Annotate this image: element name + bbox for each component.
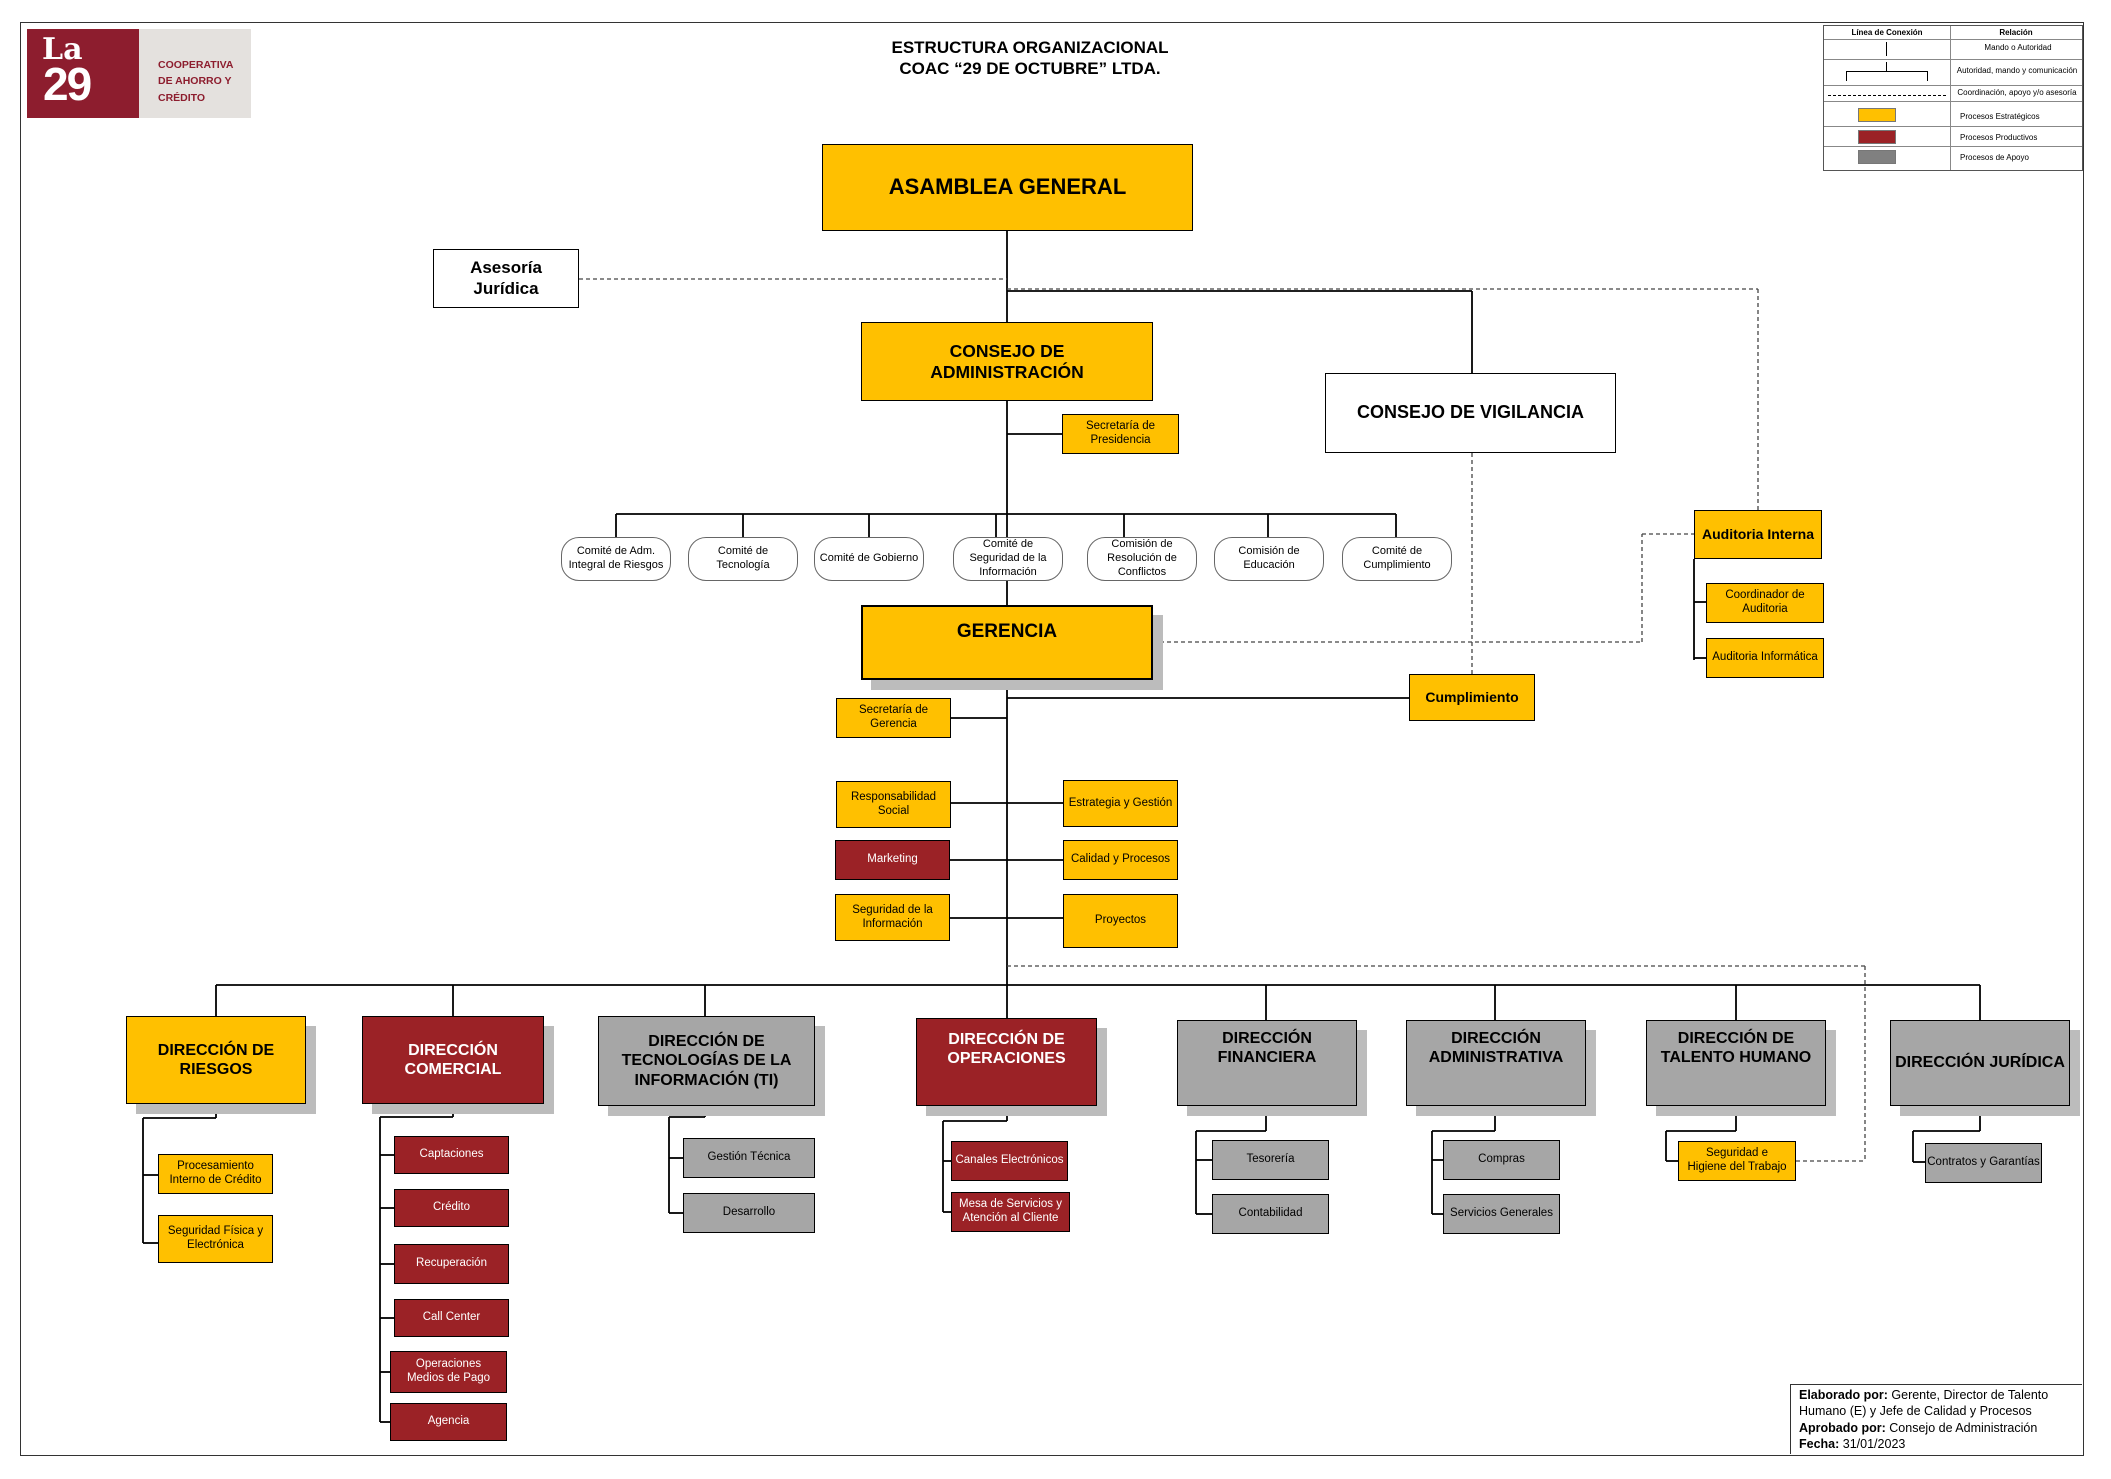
sub-seguridad-higiene-trabajo: Seguridad e Higiene del Trabajo — [1678, 1141, 1796, 1181]
node-proyectos: Proyectos — [1063, 894, 1178, 948]
sub-procesamiento-interno-credito: Procesamiento Interno de Crédito — [158, 1154, 273, 1194]
legend-swatch-apoyo — [1858, 150, 1896, 164]
node-calidad-procesos: Calidad y Procesos — [1063, 840, 1178, 880]
node-cumplimiento: Cumplimiento — [1409, 674, 1535, 721]
node-auditoria-interna: Auditoria Interna — [1694, 510, 1822, 559]
direction-juridica: DIRECCIÓN JURÍDICA — [1890, 1020, 2070, 1106]
footer-elaborado-label: Elaborado por: — [1799, 1388, 1888, 1402]
committee-resolucion-conflictos: Comisión de Resolución de Conflictos — [1087, 537, 1197, 581]
direction-talento-humano: DIRECCIÓN DE TALENTO HUMANO — [1646, 1020, 1826, 1106]
title-line2: COAC “29 DE OCTUBRE” LTDA. — [899, 59, 1161, 79]
committee-adm-integral-riesgos: Comité de Adm. Integral de Riesgos — [561, 537, 671, 581]
legend-row1: Mando o Autoridad — [1984, 43, 2052, 52]
sub-canales-electronicos: Canales Electrónicos — [951, 1141, 1068, 1181]
logo-text-line2: DE AHORRO Y — [158, 75, 232, 88]
legend: Línea de Conexión Relación Mando o Autor… — [1823, 25, 2083, 171]
footer-elaborado-value: Gerente, Director de Talento Humano (E) … — [1799, 1388, 2049, 1419]
direction-financiera: DIRECCIÓN FINANCIERA — [1177, 1020, 1357, 1106]
footer-aprobado-label: Aprobado por: — [1799, 1420, 1886, 1435]
legend-row4: Procesos Estratégicos — [1960, 112, 2040, 121]
node-consejo-administracion: CONSEJO DE ADMINISTRACIÓN — [861, 322, 1153, 401]
footer-fecha-value: 31/01/2023 — [1842, 1436, 1906, 1451]
sub-contratos-garantias: Contratos y Garantías — [1925, 1143, 2042, 1183]
legend-row2: Autoridad, mando y comunicación — [1956, 66, 2078, 75]
node-coordinador-auditoria: Coordinador de Auditoria — [1706, 583, 1824, 623]
node-estrategia-gestion: Estrategia y Gestión — [1063, 780, 1178, 827]
sub-call-center: Call Center — [394, 1299, 509, 1337]
node-seguridad-informacion: Seguridad de la Información — [835, 894, 950, 941]
sub-recuperacion: Recuperación — [394, 1244, 509, 1284]
sub-captaciones: Captaciones — [394, 1136, 509, 1174]
legend-swatch-productivos — [1858, 130, 1896, 144]
title-line1: ESTRUCTURA ORGANIZACIONAL — [891, 38, 1169, 57]
committee-gobierno: Comité de Gobierno — [814, 537, 924, 581]
legend-col1-header: Línea de Conexión — [1851, 28, 1923, 37]
legend-col2-header: Relación — [1999, 28, 2033, 37]
sub-operaciones-medios-pago: Operaciones Medios de Pago — [390, 1351, 507, 1393]
node-consejo-vigilancia: CONSEJO DE VIGILANCIA — [1325, 373, 1616, 453]
node-marketing: Marketing — [835, 840, 950, 880]
sub-credito: Crédito — [394, 1189, 509, 1227]
direction-riesgos: DIRECCIÓN DE RIESGOS — [126, 1016, 306, 1104]
sub-gestion-tecnica: Gestión Técnica — [683, 1138, 815, 1178]
direction-operaciones: DIRECCIÓN DE OPERACIONES — [916, 1018, 1097, 1106]
sub-contabilidad: Contabilidad — [1212, 1194, 1329, 1234]
footer-approval-block: Elaborado por: Gerente, Director de Tale… — [1790, 1384, 2082, 1454]
committee-seguridad-informacion: Comité de Seguridad de la Información — [953, 537, 1063, 581]
legend-row6: Procesos de Apoyo — [1960, 153, 2029, 162]
diagram-frame — [20, 22, 2084, 1456]
node-asesoria-juridica: Asesoría Jurídica — [433, 249, 579, 308]
legend-row3: Coordinación, apoyo y/o asesoría — [1957, 88, 2077, 97]
sub-agencia: Agencia — [390, 1403, 507, 1441]
direction-administrativa: DIRECCIÓN ADMINISTRATIVA — [1406, 1020, 1586, 1106]
sub-servicios-generales: Servicios Generales — [1443, 1194, 1560, 1234]
logo-text-line3: CRÉDITO — [158, 91, 206, 104]
node-secretaria-presidencia: Secretaría de Presidencia — [1062, 414, 1179, 454]
committee-tecnologia: Comité de Tecnología — [688, 537, 798, 581]
node-auditoria-informatica: Auditoria Informática — [1706, 638, 1824, 678]
logo-la: La — [42, 32, 83, 67]
sub-mesa-servicios: Mesa de Servicios y Atención al Cliente — [951, 1192, 1070, 1232]
footer-aprobado-value: Consejo de Administración — [1889, 1420, 2038, 1435]
logo: La 29 COOPERATIVA DE AHORRO Y CRÉDITO — [27, 29, 251, 118]
committee-cumplimiento: Comité de Cumplimiento — [1342, 537, 1452, 581]
page-title: ESTRUCTURA ORGANIZACIONAL COAC “29 DE OC… — [830, 37, 1230, 80]
node-asamblea-general: ASAMBLEA GENERAL — [822, 144, 1193, 231]
logo-29: 29 — [43, 58, 92, 110]
footer-fecha-label: Fecha: — [1799, 1436, 1840, 1451]
node-gerencia: GERENCIA — [861, 605, 1153, 680]
node-secretaria-gerencia: Secretaría de Gerencia — [836, 698, 951, 738]
logo-mark: La 29 — [27, 29, 139, 118]
sub-desarrollo: Desarrollo — [683, 1193, 815, 1233]
direction-ti: DIRECCIÓN DE TECNOLOGÍAS DE LA INFORMACI… — [598, 1016, 815, 1106]
node-responsabilidad-social: Responsabilidad Social — [836, 781, 951, 828]
legend-row5: Procesos Productivos — [1960, 133, 2038, 142]
direction-comercial: DIRECCIÓN COMERCIAL — [362, 1016, 544, 1104]
logo-text-line1: COOPERATIVA — [158, 59, 234, 71]
legend-swatch-estrategicos — [1858, 108, 1896, 122]
sub-seguridad-fisica-electronica: Seguridad Física y Electrónica — [158, 1215, 273, 1263]
sub-tesoreria: Tesorería — [1212, 1140, 1329, 1180]
sub-compras: Compras — [1443, 1140, 1560, 1180]
committee-educacion: Comisión de Educación — [1214, 537, 1324, 581]
logo-text: COOPERATIVA DE AHORRO Y CRÉDITO — [158, 57, 248, 106]
